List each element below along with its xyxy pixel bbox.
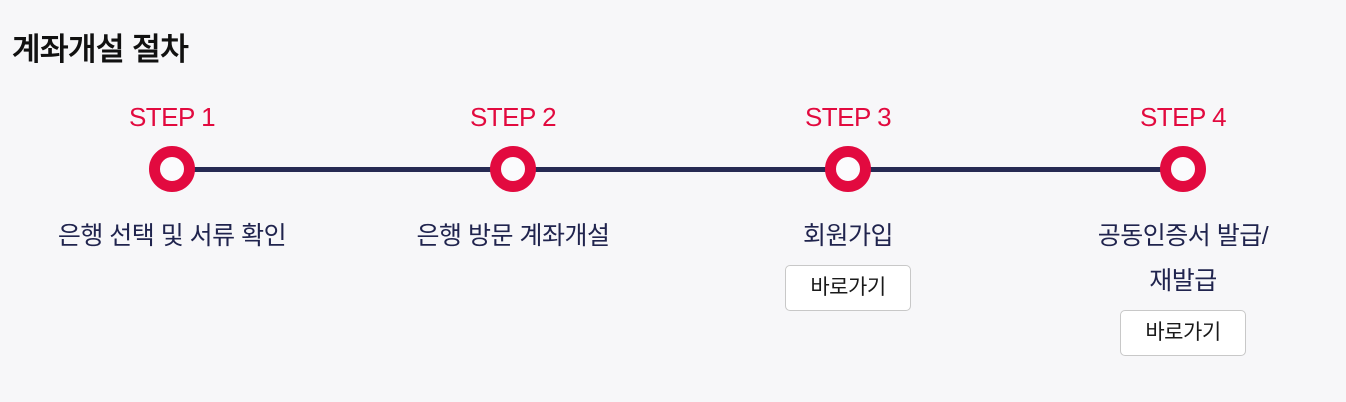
step-3-circle-icon [825, 146, 871, 192]
step-1-title: 은행 선택 및 서류 확인 [57, 222, 287, 250]
step-4-circle-icon [1160, 146, 1206, 192]
step-3: STEP 3 회원가입 바로가기 [678, 104, 1018, 311]
step-2-title: 은행 방문 계좌개설 [416, 222, 610, 250]
step-4-title: 공동인증서 발급/ 재발급 [1097, 222, 1269, 295]
step-4-shortcut-button[interactable]: 바로가기 [1120, 310, 1246, 356]
step-2-label: STEP 2 [469, 102, 557, 132]
step-3-label: STEP 3 [804, 102, 892, 132]
step-3-title: 회원가입 [802, 222, 894, 250]
timeline-connector-line [172, 167, 1183, 172]
step-3-shortcut-button[interactable]: 바로가기 [785, 265, 911, 311]
step-4-label: STEP 4 [1139, 102, 1227, 132]
page-title: 계좌개설 절차 [12, 32, 189, 67]
step-2-circle-icon [490, 146, 536, 192]
step-1: STEP 1 은행 선택 및 서류 확인 [2, 104, 342, 259]
step-1-label: STEP 1 [128, 102, 216, 132]
step-1-circle-icon [149, 146, 195, 192]
step-2: STEP 2 은행 방문 계좌개설 [343, 104, 683, 259]
step-4: STEP 4 공동인증서 발급/ 재발급 바로가기 [1013, 104, 1346, 356]
